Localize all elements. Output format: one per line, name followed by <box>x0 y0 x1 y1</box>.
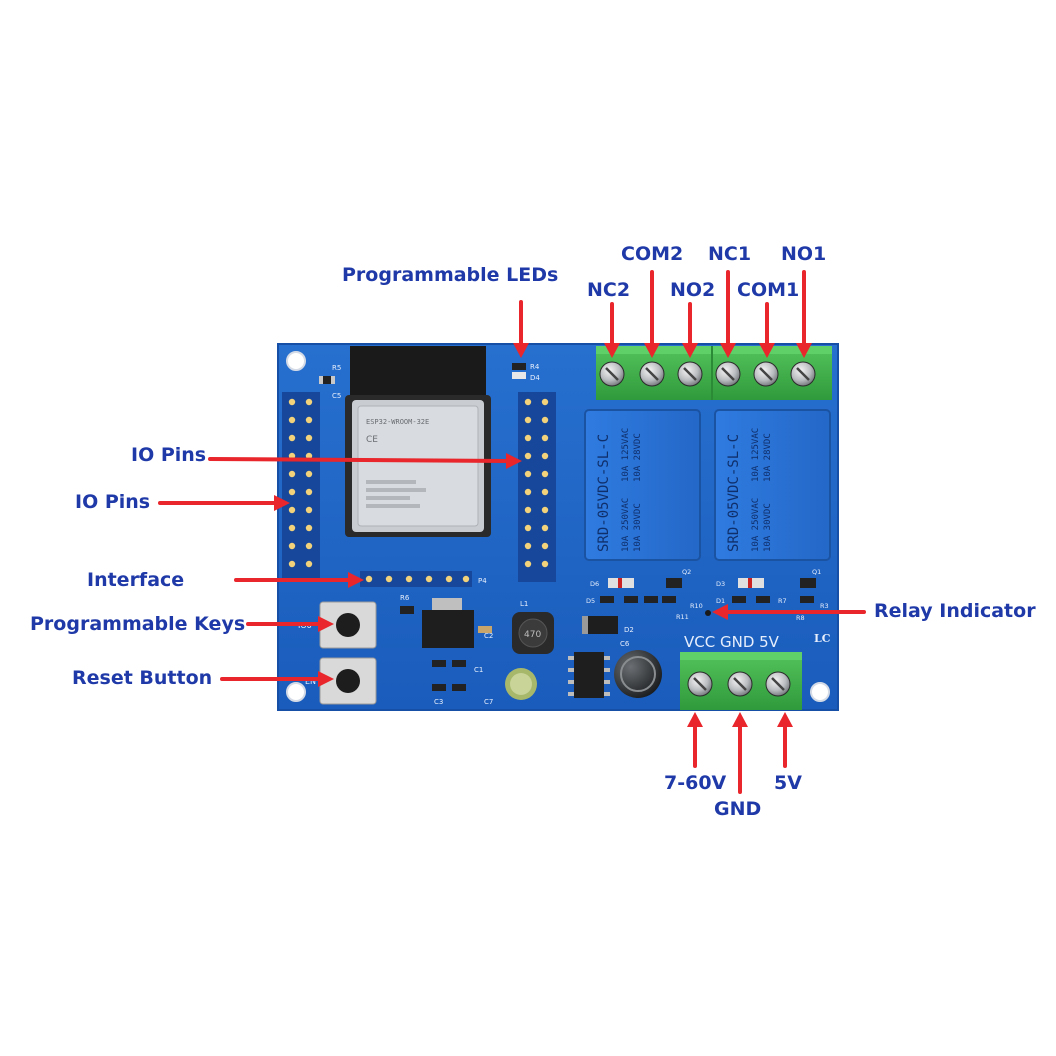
svg-text:D2: D2 <box>624 626 634 634</box>
capacitor-c6: C6 <box>614 640 662 698</box>
label-5v: 5V <box>774 772 802 794</box>
svg-text:L1: L1 <box>520 600 528 608</box>
svg-text:10A 250VAC: 10A 250VAC <box>751 498 761 552</box>
label-relay-indicator: Relay Indicator <box>874 600 1036 622</box>
svg-text:C3: C3 <box>434 698 443 706</box>
label-interface: Interface <box>87 569 185 591</box>
io-header-inner <box>518 392 556 582</box>
relay-driver-parts: D6 D5 Q2 R10 R11 D3 D1 Q1 R3 R7 R8 <box>586 568 829 622</box>
annotation-arrows <box>158 270 866 794</box>
diode-d2: D2 <box>582 616 634 634</box>
smd-top-left: R5 C5 R4 D4 <box>319 363 540 400</box>
interface-header: P4 <box>360 571 487 587</box>
lc-logo: LC <box>814 632 831 645</box>
svg-text:10A 28VDC: 10A 28VDC <box>763 433 773 482</box>
relay-terminal-block <box>596 346 832 400</box>
label-gnd: GND <box>714 798 762 820</box>
label-com1: COM1 <box>737 279 800 301</box>
label-io-pins-inner: IO Pins <box>131 444 207 466</box>
label-vcc-range: 7-60V <box>664 772 727 794</box>
svg-text:C7: C7 <box>484 698 493 706</box>
svg-text:SRD-05VDC-SL-C: SRD-05VDC-SL-C <box>726 434 742 552</box>
esp32-module: ESP32-WROOM-32E CE <box>345 346 491 537</box>
svg-text:CE: CE <box>366 435 378 445</box>
svg-text:R4: R4 <box>530 363 540 371</box>
svg-text:C2: C2 <box>484 632 493 640</box>
svg-text:10A 28VDC: 10A 28VDC <box>633 433 643 482</box>
label-com2: COM2 <box>621 243 684 265</box>
driver-ic <box>568 652 610 698</box>
svg-text:R7: R7 <box>778 597 787 605</box>
svg-text:EN: EN <box>305 677 316 686</box>
svg-text:Q2: Q2 <box>682 568 691 576</box>
svg-text:R10: R10 <box>690 602 703 610</box>
svg-text:ESP32-WROOM-32E: ESP32-WROOM-32E <box>366 418 429 426</box>
inductor: L1 470 <box>512 600 554 654</box>
power-terminal-block <box>680 652 802 710</box>
label-reset-button: Reset Button <box>72 667 213 689</box>
svg-text:D3: D3 <box>716 580 725 588</box>
svg-text:D1: D1 <box>716 597 725 605</box>
svg-text:R3: R3 <box>820 602 829 610</box>
svg-text:10A 125VAC: 10A 125VAC <box>621 428 631 482</box>
capacitor-c7: C7 <box>484 668 537 706</box>
svg-text:R6: R6 <box>400 594 410 602</box>
svg-text:10A 250VAC: 10A 250VAC <box>621 498 631 552</box>
svg-text:470: 470 <box>524 630 541 640</box>
svg-text:C1: C1 <box>474 666 483 674</box>
svg-text:D4: D4 <box>530 374 540 382</box>
svg-text:10A 30VDC: 10A 30VDC <box>633 503 643 552</box>
svg-text:D5: D5 <box>586 597 595 605</box>
svg-text:Q1: Q1 <box>812 568 821 576</box>
svg-text:10A 125VAC: 10A 125VAC <box>751 428 761 482</box>
label-nc2: NC2 <box>587 279 631 301</box>
svg-text:R5: R5 <box>332 364 341 372</box>
label-programmable-keys: Programmable Keys <box>30 613 246 635</box>
label-nc1: NC1 <box>708 243 752 265</box>
svg-text:C5: C5 <box>332 392 341 400</box>
label-programmable-leds: Programmable LEDs <box>342 264 559 286</box>
svg-text:R8: R8 <box>796 614 805 622</box>
mounting-holes <box>286 351 830 702</box>
relay-1: SRD-05VDC-SL-C 10A 250VAC 10A 125VAC 10A… <box>714 409 831 561</box>
svg-text:SRD-05VDC-SL-C: SRD-05VDC-SL-C <box>596 434 612 552</box>
en-button: EN <box>305 657 377 705</box>
label-no1: NO1 <box>781 243 827 265</box>
label-io-pins-outer: IO Pins <box>75 491 151 513</box>
svg-text:C6: C6 <box>620 640 630 648</box>
relay-2: SRD-05VDC-SL-C 10A 250VAC 10A 125VAC 10A… <box>584 409 701 561</box>
voltage-regulator: C2 C1 C3 <box>422 598 493 706</box>
svg-text:R11: R11 <box>676 613 689 621</box>
svg-text:10A 30VDC: 10A 30VDC <box>763 503 773 552</box>
svg-text:P4: P4 <box>478 577 487 585</box>
svg-text:D6: D6 <box>590 580 599 588</box>
power-header-silkscreen: VCC GND 5V <box>684 633 780 651</box>
io-header-outer <box>282 392 320 582</box>
label-no2: NO2 <box>670 279 716 301</box>
